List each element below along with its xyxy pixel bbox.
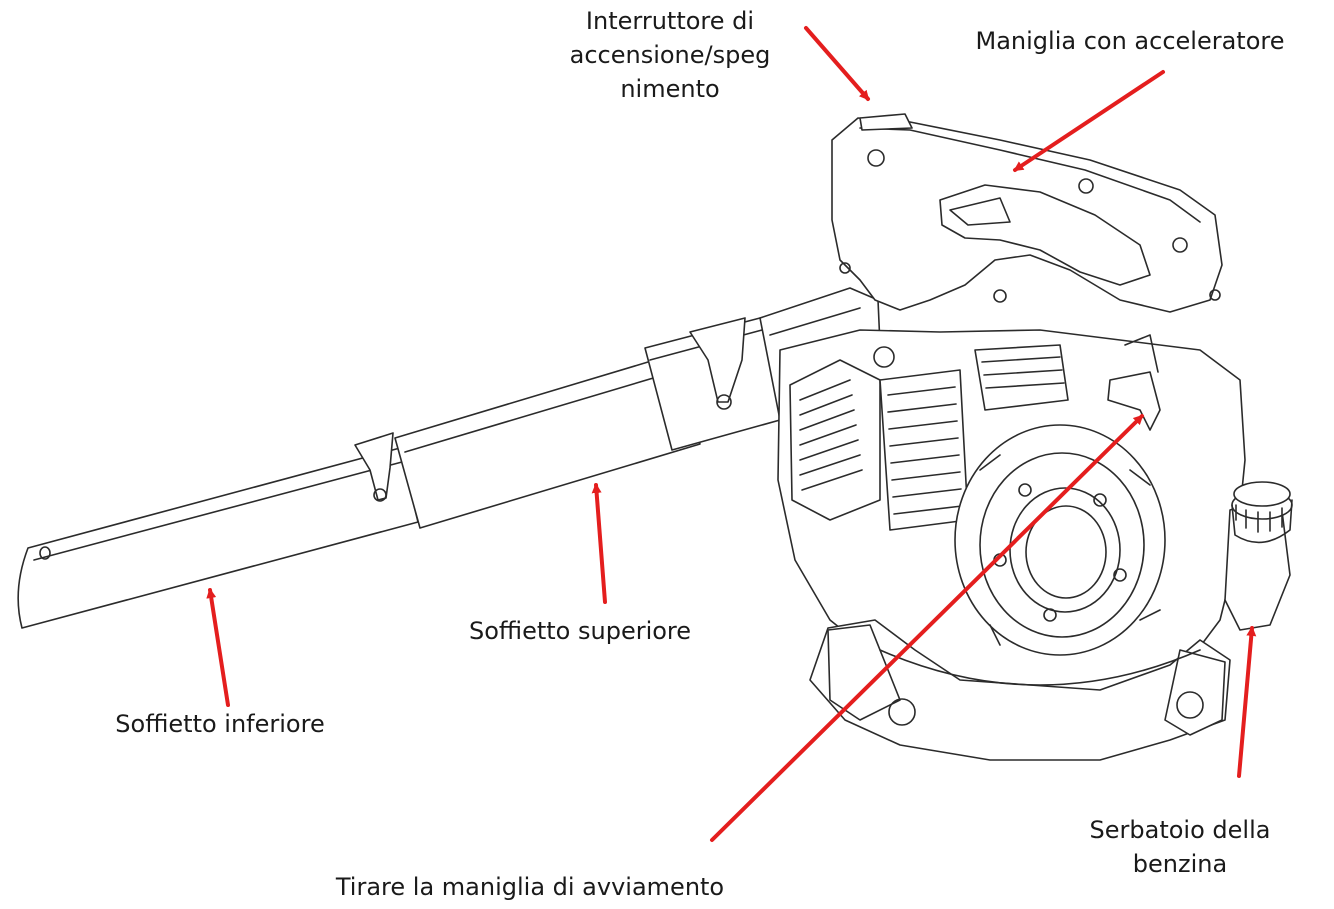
label-upper-blower-tube: Soffietto superiore xyxy=(468,617,692,645)
label-power-switch-line3: nimento xyxy=(620,75,720,103)
arrow-throttle-handle xyxy=(1013,70,1165,172)
lower-tube-drawing xyxy=(17,432,419,629)
blower-illustration xyxy=(17,113,1293,761)
cooling-fins xyxy=(799,379,863,491)
fuel-tank-drawing xyxy=(1224,481,1293,631)
label-fuel-tank-line1: Serbatoio della xyxy=(1089,816,1271,844)
arrow-fuel-tank xyxy=(1237,626,1257,778)
label-throttle-handle: Maniglia con acceleratore xyxy=(975,27,1285,55)
label-fuel-tank: Serbatoio della benzina xyxy=(1060,813,1300,881)
arrow-upper-tube xyxy=(591,483,607,604)
label-power-switch: Interruttore di accensione/speg nimento xyxy=(560,4,780,106)
recoil-starter-drawing xyxy=(954,424,1166,656)
label-fuel-tank-line2: benzina xyxy=(1132,850,1228,878)
base-drawing xyxy=(809,619,1231,761)
arrow-power-switch xyxy=(804,26,870,101)
handle-drawing xyxy=(831,113,1223,313)
label-starter-handle: Tirare la maniglia di avviamento xyxy=(335,873,725,901)
side-vents xyxy=(879,344,1069,531)
arrow-starter-handle xyxy=(710,414,1144,842)
engine-housing-drawing xyxy=(777,329,1246,701)
label-power-switch-line1: Interruttore di xyxy=(585,7,755,35)
label-lower-blower-tube: Soffietto inferiore xyxy=(115,710,325,738)
starter-grip-drawing xyxy=(1107,371,1161,431)
callout-arrows xyxy=(206,26,1257,842)
arrow-lower-tube xyxy=(206,588,230,707)
label-power-switch-line2: accensione/speg xyxy=(569,41,771,69)
